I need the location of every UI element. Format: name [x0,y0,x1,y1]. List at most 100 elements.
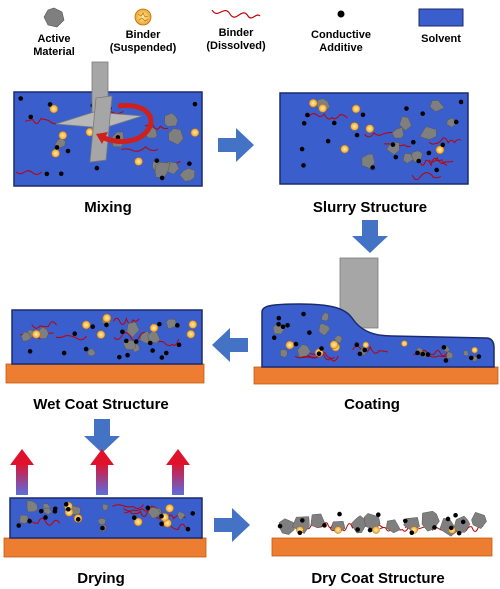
conductive-additive-particle [355,527,360,532]
conductive-additive-particle [402,518,408,524]
conductive-additive-particle [277,523,283,529]
conductive-additive-particle [280,324,286,330]
conductive-additive-particle [27,349,33,354]
active-material-particle [321,311,329,322]
binder-suspended-particle [188,320,198,329]
conductive-additive-particle [100,525,105,531]
conductive-additive-particle [390,142,396,147]
binder-suspended-particle [134,157,143,166]
conductive-additive-particle [125,352,130,358]
conductive-additive-particle [145,505,151,511]
arrow-right-icon [214,508,250,542]
binder-suspended-legend-icon [134,8,152,26]
binder-suspended-particle [165,504,174,513]
conductive-additive-particle [54,145,60,150]
conductive-additive-particle [28,114,34,120]
conductive-additive-particle [301,311,306,317]
active-material-particle [19,514,29,524]
conductive-additive-particle [58,171,64,177]
conductive-additive-particle [187,161,192,166]
binder-dissolved-label-2: (Dissolved) [206,40,266,52]
active-material-particle [177,511,186,521]
active-material-particle [292,516,310,534]
binder-dissolved-strand [413,353,452,358]
active-material-particle [297,344,311,358]
conductive-additive-particle [159,355,165,360]
conductive-additive-particle [354,132,360,138]
conductive-additive-particle [300,518,305,523]
conductive-additive-particle [441,345,447,350]
conductive-additive-particle [47,102,53,107]
conductive-additive-particle [285,322,290,328]
conductive-additive-particle [163,350,169,356]
conductive-additive-particle [409,530,415,536]
binder-suspended-particle [81,320,91,330]
conductive-additive-particle [319,346,324,351]
binder-suspended-particle [334,526,342,534]
binder-dissolved-label-1: Binder [219,27,255,39]
coating-stage: Coating [253,257,499,413]
binder-dissolved-strand [308,113,348,120]
binder-dissolved-strand [124,510,152,518]
conductive-additive-particle [175,323,180,328]
conductive-additive-particle [460,519,466,525]
conductive-additive-particle [159,521,164,527]
conductive-additive-particle [362,347,368,353]
wet-coat-label: Wet Coat Structure [33,396,169,413]
legend: Active Material Binder (Suspended) Binde… [33,7,464,58]
binder-suspended-particle [285,340,295,350]
conductive-additive-particle [117,354,122,360]
conductive-additive-particle [293,341,299,347]
binder-suspended-particle [471,346,478,354]
slurry-particles [299,98,464,181]
conductive-additive-particle [458,99,464,105]
mixing-label: Mixing [84,199,132,216]
coating-label: Coating [344,396,400,413]
active-material-particle [147,330,161,344]
active-material-particle [446,117,457,128]
binder-dissolved-strand [411,172,442,181]
arrow-right-icon [218,128,254,162]
conductive-additive-particle [176,342,182,348]
binder-suspended-particle [329,340,339,350]
binder-suspended-particle [51,149,60,158]
conductive-additive-particle [75,517,81,522]
conductive-additive-particle [337,511,342,517]
conductive-additive-particle [453,119,459,125]
conductive-additive-particle [154,158,160,163]
active-material-particle [471,511,487,529]
binder-suspended-particle [350,122,359,131]
conductive-additive-particle [393,154,399,160]
active-material-particle [386,519,401,534]
conductive-additive-particle [65,148,71,154]
conductive-additive-label-1: Conductive [311,29,371,41]
conductive-additive-particle [411,139,416,145]
active-material-particle [148,507,161,519]
conductive-additive-particle [476,354,482,359]
wet-coat-stage: Wet Coat Structure [5,309,205,413]
active-material-label-1: Active [37,33,70,45]
active-material-particle [21,331,32,342]
conductive-additive-particle [360,112,366,118]
binder-dissolved-strand [352,345,388,354]
conductive-additive-particle [375,512,381,518]
solvent-label: Solvent [421,33,461,45]
binder-dissolved-strand [419,157,448,167]
conductive-additive-particle [448,525,454,531]
conductive-additive-particle [94,165,100,171]
conductive-additive-particle [123,338,129,344]
conductive-additive-particle [61,350,67,356]
drying-label: Drying [77,570,125,587]
binder-suspended-particle [401,340,408,347]
binder-suspended-particle [365,124,375,133]
dry-coat-substrate [271,537,493,557]
active-material-particle [402,153,414,164]
binder-suspended-particle [186,329,196,339]
active-material-particle [43,507,53,515]
conductive-additive-particle [44,171,50,177]
conductive-additive-particle [440,142,446,148]
binder-suspended-particle [362,341,370,349]
arrow-down-icon [84,419,120,453]
conductive-additive-particle [16,523,22,528]
